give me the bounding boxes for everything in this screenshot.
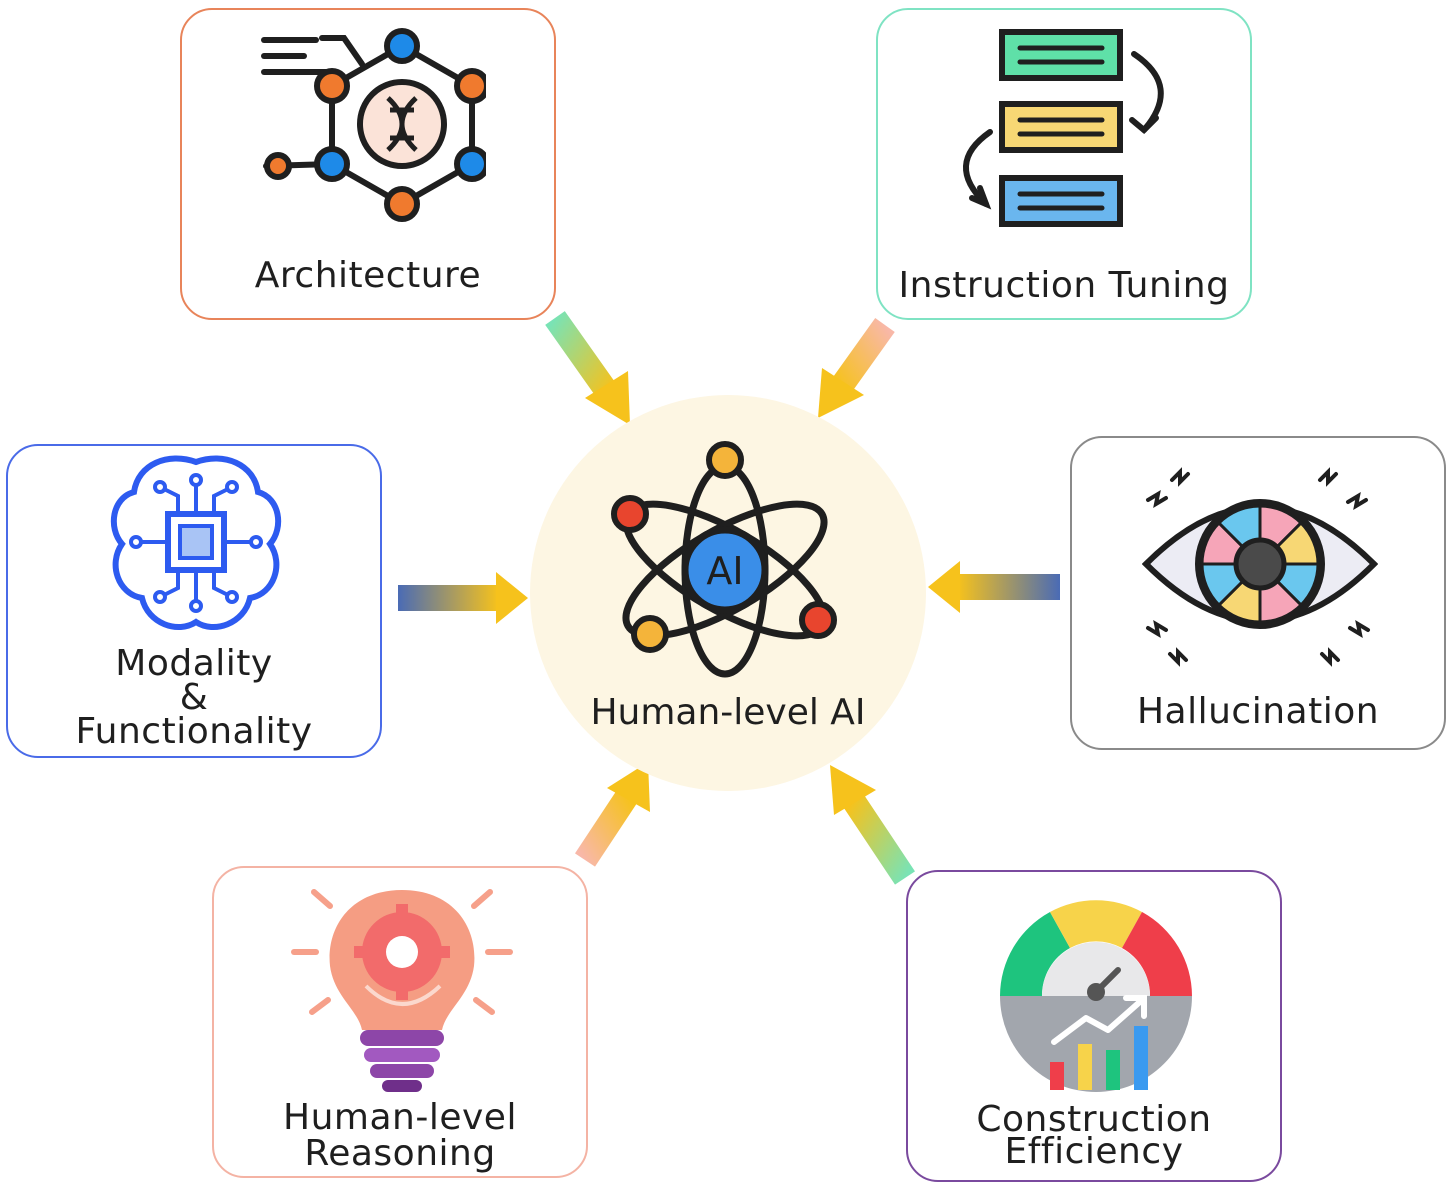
card-instruction-tuning: Instruction Tuning <box>876 8 1252 320</box>
center-label: Human-level AI <box>590 692 866 733</box>
hallucination-label: Hallucination <box>1136 691 1380 732</box>
arrow-modality <box>398 572 528 624</box>
ai-badge-text: AI <box>706 549 743 593</box>
arrow-architecture <box>545 311 630 425</box>
modality-label: Modality <box>115 643 273 684</box>
brain-chip-icon <box>111 455 281 630</box>
efficiency-label: Efficiency <box>1004 1131 1184 1172</box>
functionality-label: Functionality <box>75 711 313 752</box>
card-hallucination: Hallucination <box>1070 436 1446 750</box>
modality-ampersand: & <box>179 677 209 718</box>
dna-network-icon <box>261 28 486 222</box>
arrow-instruction-tuning <box>818 318 895 418</box>
card-architecture: Architecture <box>180 8 556 320</box>
lightbulb-gear-icon <box>291 889 513 1092</box>
speedometer-chart-icon <box>1000 900 1192 1092</box>
human-level-label: Human-level <box>283 1097 517 1138</box>
arrow-reasoning <box>574 762 650 867</box>
card-human-level-reasoning: Human-level Reasoning <box>212 866 588 1178</box>
arrow-hallucination <box>928 561 1060 613</box>
instruction-steps-icon <box>963 29 1164 227</box>
reasoning-label: Reasoning <box>304 1133 496 1174</box>
instruction-tuning-label: Instruction Tuning <box>898 265 1230 306</box>
arrow-efficiency <box>830 765 915 885</box>
card-modality-functionality: Modality & Functionality <box>6 444 382 758</box>
atom-ai-icon: AI <box>611 441 837 678</box>
eye-hallucination-icon <box>1142 467 1378 667</box>
card-construction-efficiency: Construction Efficiency <box>906 870 1282 1182</box>
architecture-label: Architecture <box>254 255 482 296</box>
construction-label: Construction <box>976 1099 1212 1140</box>
